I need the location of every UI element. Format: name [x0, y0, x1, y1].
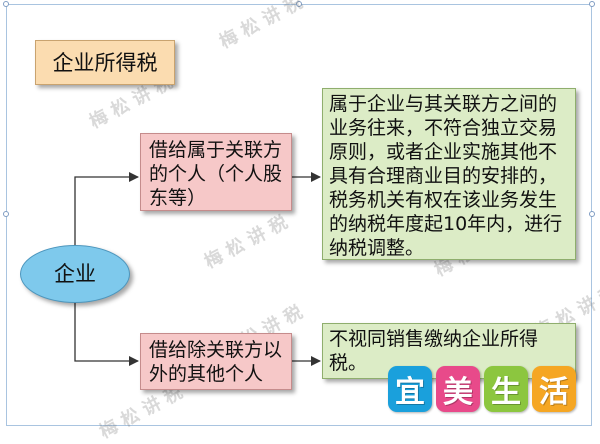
brand-logo: 宜 美 生 活 [388, 366, 576, 416]
condition-text: 借给除关联方以外的其他个人 [149, 339, 283, 385]
title-box: 企业所得税 [35, 40, 175, 85]
connector-entity-to-branch2 [74, 303, 139, 366]
title-label: 企业所得税 [52, 50, 158, 75]
result-text: 属于企业与其关联方之间的业务往来，不符合独立交易原则，或者企业实施其他不具有合理… [329, 93, 563, 259]
condition-text: 借给属于关联方的个人（个人股东等） [149, 139, 283, 209]
result-text: 不视同销售缴纳企业所得税。 [329, 328, 539, 374]
logo-tile: 活 [532, 366, 576, 412]
logo-tile: 生 [484, 366, 528, 412]
logo-char: 美 [443, 375, 473, 410]
connector-lines [74, 172, 321, 366]
resize-handle-left[interactable] [3, 211, 9, 217]
logo-char: 宜 [395, 375, 425, 410]
resize-handle-top-left[interactable] [3, 1, 9, 7]
condition-box-non-related: 借给除关联方以外的其他个人 [140, 333, 292, 390]
logo-tile: 美 [436, 366, 480, 412]
resize-handle-top-right[interactable] [589, 1, 595, 7]
logo-tile: 宜 [388, 366, 432, 412]
condition-box-related-party: 借给属于关联方的个人（个人股东等） [140, 133, 292, 211]
entity-node: 企业 [20, 245, 130, 303]
resize-handle-right[interactable] [589, 211, 595, 217]
connector-entity-to-branch1 [74, 172, 139, 245]
logo-char: 生 [491, 375, 521, 410]
result-box-related-party: 属于企业与其关联方之间的业务往来，不符合独立交易原则，或者企业实施其他不具有合理… [322, 88, 576, 260]
diagram-canvas: 梅 松 讲 税 梅 松 讲 税 梅 松 讲 税 梅 松 讲 税 梅 松 讲 税 … [3, 0, 600, 443]
entity-label: 企业 [54, 262, 96, 286]
resize-handle-top[interactable] [296, 1, 302, 7]
logo-char: 活 [539, 375, 569, 410]
